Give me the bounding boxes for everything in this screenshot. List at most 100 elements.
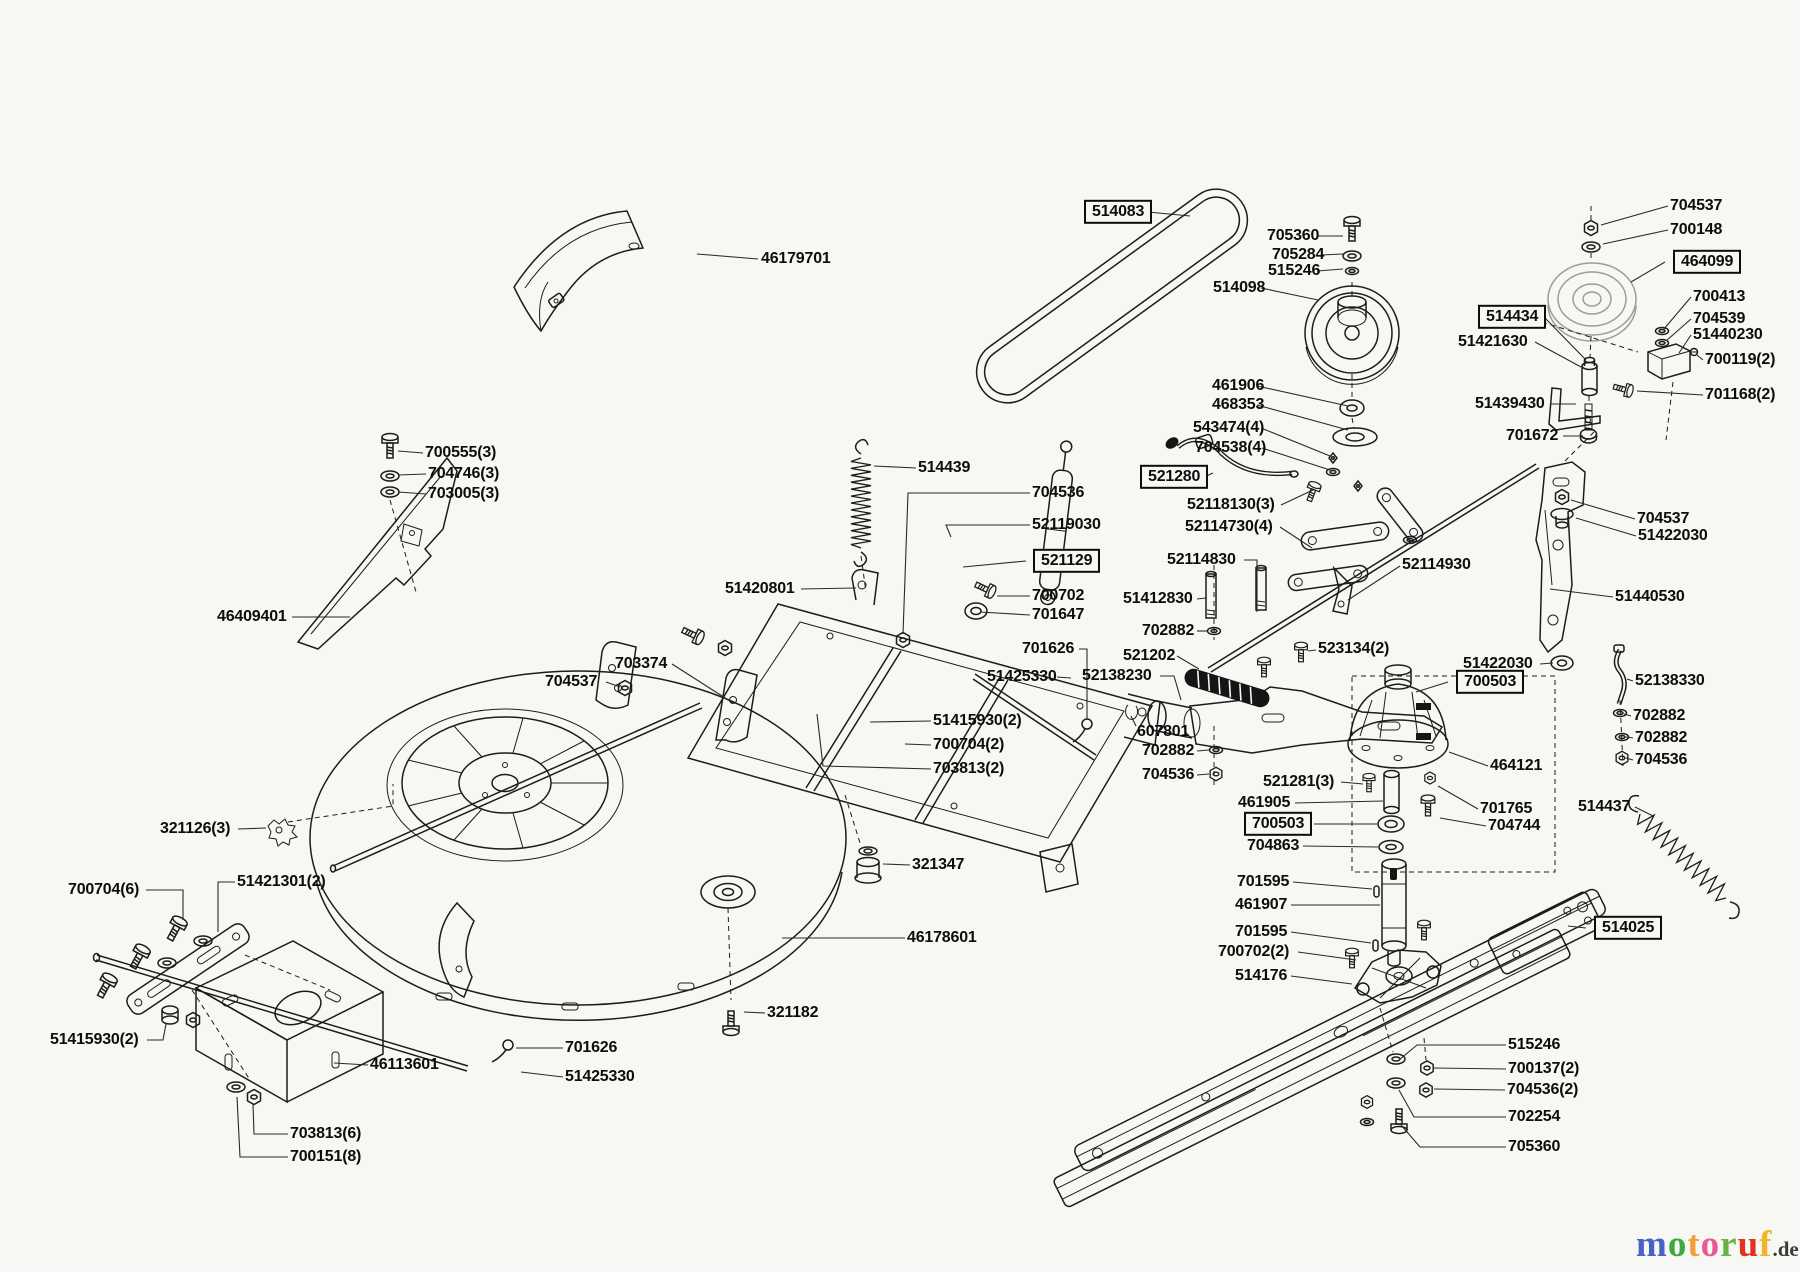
leader-line (147, 1023, 167, 1041)
leader-line (1160, 675, 1182, 701)
spacer-51422030 (1550, 507, 1574, 529)
part-label: 46409401 (217, 607, 287, 625)
motoruf-logo: motoruf.de (1636, 1226, 1799, 1263)
logo-letter: t (1687, 1224, 1701, 1265)
leader-line (1543, 316, 1587, 361)
leader-line (816, 713, 932, 770)
part-label: 700137(2) (1508, 1059, 1580, 1077)
part-label: 700413 (1693, 287, 1746, 305)
v-belt (975, 188, 1249, 404)
leader-line (696, 253, 759, 260)
leader-line (1340, 781, 1364, 785)
spring-hooks (853, 438, 1740, 920)
leader-line (217, 881, 235, 932)
part-label: 704536 (1032, 483, 1085, 501)
leader-line (1433, 1067, 1507, 1070)
leader-line (237, 827, 267, 830)
blade-bar (1074, 888, 1606, 1172)
leader-line (236, 1096, 288, 1158)
leader-line (1663, 296, 1692, 330)
bearing-700503 (1377, 815, 1405, 833)
part-label: 704537 (1670, 196, 1723, 214)
part-label: 704536(2) (1507, 1080, 1579, 1098)
part-label: 461907 (1235, 895, 1288, 913)
part-label: 703374 (615, 654, 668, 672)
part-label: 701168(2) (1705, 385, 1776, 403)
leader-line (1307, 649, 1317, 652)
part-label: 46113601 (370, 1055, 439, 1073)
part-label: 700119(2) (1705, 350, 1776, 368)
side-panel (296, 456, 458, 650)
leader-line (671, 663, 734, 704)
leader-line (1320, 253, 1344, 256)
leader-line (1290, 975, 1353, 985)
part-label: 515246 (1508, 1035, 1561, 1053)
leader-line (1147, 211, 1191, 217)
part-label: 521129 (1033, 548, 1101, 574)
part-label: 700704(2) (933, 735, 1005, 753)
part-label: 705360 (1267, 226, 1320, 244)
part-label: 702882 (1142, 621, 1195, 639)
part-label: 704863 (1247, 836, 1300, 854)
leader-line (1549, 588, 1614, 598)
spindle-housing (1347, 664, 1449, 769)
part-label: 51425330 (565, 1067, 635, 1085)
part-label: 52138230 (1082, 666, 1152, 684)
leader-line (1433, 1088, 1506, 1091)
part-label: 700555(3) (425, 443, 497, 461)
part-label: 52138330 (1635, 671, 1705, 689)
part-label: 51412830 (1123, 589, 1193, 607)
part-label: 51422030 (1463, 654, 1533, 672)
leader-line (945, 524, 1030, 538)
logo-letter: o (1700, 1224, 1721, 1265)
part-label: 704537 (545, 672, 598, 690)
leader-line (1439, 817, 1487, 827)
part-label: 701647 (1032, 605, 1085, 623)
leader-line (1290, 931, 1372, 944)
part-label: 468353 (1212, 395, 1265, 413)
part-label: 52118130(3) (1187, 495, 1275, 513)
part-label: 702882 (1142, 741, 1195, 759)
part-label: 702882 (1635, 728, 1688, 746)
lift-rod-top (972, 673, 1097, 761)
part-label: 515246 (1268, 261, 1321, 279)
leader-line (882, 863, 911, 866)
clip-321126 (267, 818, 298, 847)
part-label: 514434 (1478, 304, 1547, 330)
linkage (1205, 452, 1540, 782)
hanger-frame (686, 568, 1161, 893)
part-label: 464121 (1490, 756, 1543, 774)
part-label: 51415930(2) (50, 1030, 139, 1048)
leader-line (904, 743, 932, 746)
leader-line (397, 473, 427, 476)
leader-line (1398, 1044, 1506, 1061)
leader-line (1567, 925, 1587, 929)
logo-letter: o (1667, 1224, 1688, 1265)
logo-letter: m (1636, 1224, 1668, 1265)
leader-line (1437, 785, 1479, 810)
part-label: 607801 (1137, 722, 1190, 740)
leader-line (1176, 655, 1200, 670)
part-label: 46179701 (761, 249, 831, 267)
leader-line (146, 889, 184, 920)
part-label: 321182 (767, 1003, 819, 1021)
part-label: 703813(6) (290, 1124, 362, 1142)
pulley-washers (1332, 399, 1378, 447)
leader-line (1600, 205, 1669, 226)
shock-washer (964, 602, 988, 620)
leader-line (1261, 447, 1331, 471)
leader-line (800, 587, 857, 590)
screw-701672 (1579, 403, 1598, 444)
part-label: 701626 (565, 1038, 618, 1056)
seal-704863 (1378, 839, 1404, 855)
leader-line (1196, 773, 1210, 776)
bushing-321347 (854, 846, 882, 884)
part-label: 514176 (1235, 966, 1288, 984)
part-label: 705360 (1508, 1137, 1561, 1155)
part-label: 701595 (1237, 872, 1290, 890)
leader-line (1196, 597, 1207, 600)
leader-line (1130, 715, 1137, 727)
leader-line (1294, 800, 1384, 804)
